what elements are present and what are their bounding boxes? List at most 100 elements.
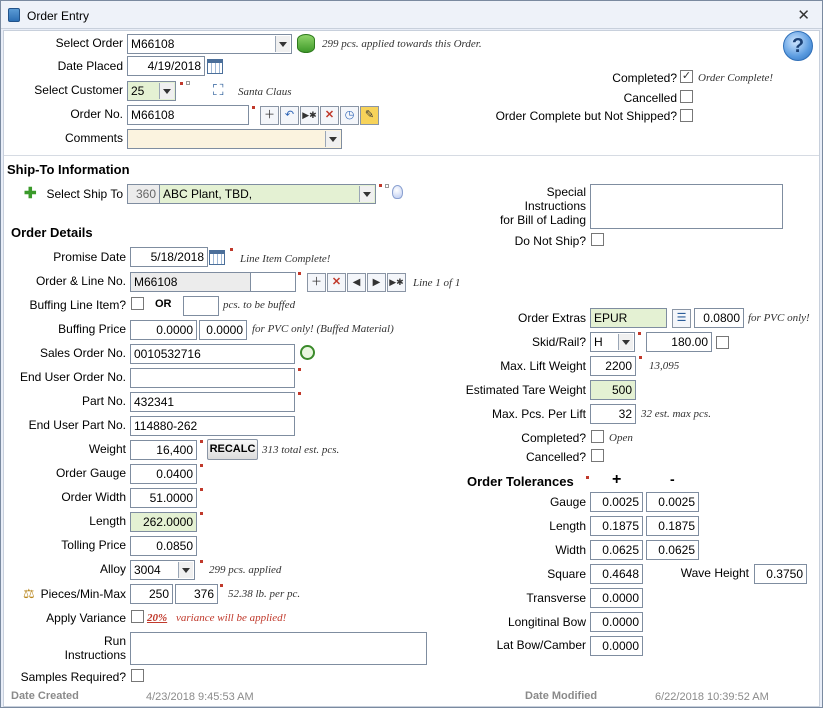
completed-checkbox[interactable]: ✓ [680, 70, 693, 83]
special-instructions-label-1: Special [546, 185, 586, 199]
buffing-checkbox[interactable] [131, 297, 144, 310]
close-icon[interactable]: ✕ [797, 7, 810, 24]
buffing-price-input-1[interactable]: 0.0000 [130, 320, 197, 340]
pieces-max-input[interactable]: 376 [175, 584, 218, 604]
order-extras-input[interactable]: EPUR [590, 308, 667, 328]
wave-height-value: 0.3750 [766, 567, 803, 581]
line-cancelled-checkbox[interactable] [591, 449, 604, 462]
max-lift-label: Max. Lift Weight [500, 359, 586, 373]
end-user-part-input[interactable]: 114880-262 [130, 416, 295, 436]
order-gauge-input[interactable]: 0.0400 [130, 464, 197, 484]
sales-order-input[interactable]: 0010532716 [130, 344, 295, 364]
applied-note: 299 pcs. applied towards this Order. [322, 38, 482, 50]
skid-dropdown[interactable]: H [590, 332, 635, 352]
tare-input[interactable]: 500 [590, 380, 636, 400]
select-ship-to-dropdown[interactable]: ABC Plant, TBD, [159, 184, 376, 204]
tol-gauge-minus-value: 0.0025 [658, 495, 695, 509]
tol-longitinal-bow-input[interactable]: 0.0000 [590, 612, 643, 632]
add-new-nav-icon[interactable]: ▶✱ [300, 106, 319, 125]
new-line-icon[interactable]: ＋ [307, 273, 326, 292]
undo-icon[interactable]: ↶ [280, 106, 299, 125]
buffed-pcs-input[interactable] [183, 296, 219, 316]
recalc-button[interactable]: RECALC [207, 439, 258, 460]
lightbulb-icon[interactable] [392, 185, 403, 199]
list-icon[interactable]: ☰ [672, 309, 691, 328]
tol-lat-bow-input[interactable]: 0.0000 [590, 636, 643, 656]
order-line-label: Order & Line No. [35, 274, 126, 288]
promise-date-input[interactable]: 5/18/2018 [130, 247, 208, 267]
clock-icon[interactable]: ◷ [340, 106, 359, 125]
binoculars-icon[interactable]: ⛶ [213, 82, 224, 99]
max-pcs-input[interactable]: 32 [590, 404, 636, 424]
pieces-min-input[interactable]: 250 [130, 584, 173, 604]
new-line-nav-icon[interactable]: ▶✱ [387, 273, 406, 292]
skid-checkbox[interactable] [716, 336, 729, 349]
length-input[interactable]: 262.0000 [130, 512, 197, 532]
alarm-clock-icon[interactable] [300, 345, 315, 360]
weight-input[interactable]: 16,400 [130, 440, 197, 460]
tolling-price-input[interactable]: 0.0850 [130, 536, 197, 556]
tol-gauge-plus-input[interactable]: 0.0025 [590, 492, 643, 512]
alloy-label: Alloy [99, 562, 126, 576]
end-user-order-input[interactable] [130, 368, 295, 388]
tol-longitinal-bow-label: Longitinal Bow [507, 615, 586, 629]
special-instructions-textarea[interactable] [590, 184, 783, 229]
tol-width-plus-input[interactable]: 0.0625 [590, 540, 643, 560]
scale-icon[interactable]: ⚖ [23, 586, 35, 601]
delete-line-icon[interactable]: ✕ [327, 273, 346, 292]
cancelled-checkbox[interactable] [680, 90, 693, 103]
line-completed-checkbox[interactable] [591, 430, 604, 443]
skid-price-input[interactable]: 180.00 [646, 332, 712, 352]
tol-transverse-input[interactable]: 0.0000 [590, 588, 643, 608]
line-note: Line 1 of 1 [413, 277, 461, 289]
chevron-down-icon[interactable] [618, 334, 633, 350]
samples-label: Samples Required? [20, 670, 126, 684]
tol-transverse-value: 0.0000 [602, 591, 639, 605]
select-customer-dropdown[interactable]: 25 [127, 81, 176, 101]
chevron-down-icon[interactable] [159, 83, 174, 99]
chevron-down-icon[interactable] [275, 36, 290, 52]
part-no-input[interactable]: 432341 [130, 392, 295, 412]
line-no-input[interactable] [250, 272, 296, 292]
alloy-dropdown[interactable]: 3004 [130, 560, 195, 580]
date-placed-input[interactable]: 4/19/2018 [127, 56, 205, 76]
order-no-input[interactable]: M66108 [127, 105, 249, 125]
tolerances-title: Order Tolerances [467, 474, 574, 489]
database-icon[interactable] [297, 34, 315, 53]
tol-gauge-plus-value: 0.0025 [602, 495, 639, 509]
buffing-price-label: Buffing Price [58, 322, 126, 336]
apply-variance-checkbox[interactable] [131, 610, 144, 623]
new-record-icon[interactable]: ＋ [260, 106, 279, 125]
chevron-down-icon[interactable] [178, 562, 193, 578]
comments-dropdown[interactable] [127, 129, 342, 149]
tol-width-minus-input[interactable]: 0.0625 [646, 540, 699, 560]
tol-gauge-minus-input[interactable]: 0.0025 [646, 492, 699, 512]
do-not-ship-checkbox[interactable] [591, 233, 604, 246]
order-extras-price-input[interactable]: 0.0800 [694, 308, 744, 328]
note-icon[interactable]: ✎ [360, 106, 379, 125]
calendar-icon[interactable] [207, 59, 223, 74]
complete-not-shipped-checkbox[interactable] [680, 109, 693, 122]
previous-line-icon[interactable]: ◀ [347, 273, 366, 292]
buffing-price-input-2[interactable]: 0.0000 [199, 320, 247, 340]
order-width-input[interactable]: 51.0000 [130, 488, 197, 508]
chevron-down-icon[interactable] [359, 186, 374, 202]
date-placed-value: 4/19/2018 [147, 59, 201, 73]
tol-square-input[interactable]: 0.4648 [590, 564, 643, 584]
chevron-down-icon[interactable] [325, 131, 340, 147]
add-ship-to-icon[interactable]: ✚ [24, 185, 37, 202]
next-line-icon[interactable]: ▶ [367, 273, 386, 292]
help-icon[interactable]: ? [783, 31, 813, 61]
wave-height-input[interactable]: 0.3750 [754, 564, 807, 584]
run-instructions-textarea[interactable] [130, 632, 427, 665]
select-order-dropdown[interactable]: M66108 [127, 34, 292, 54]
samples-checkbox[interactable] [131, 669, 144, 682]
length-value: 262.0000 [142, 515, 193, 529]
calendar-icon[interactable] [209, 250, 225, 265]
max-lift-input[interactable]: 2200 [590, 356, 636, 376]
delete-icon[interactable]: ✕ [320, 106, 339, 125]
tol-length-minus-input[interactable]: 0.1875 [646, 516, 699, 536]
date-created-value: 4/23/2018 9:45:53 AM [146, 691, 254, 703]
tol-length-plus-input[interactable]: 0.1875 [590, 516, 643, 536]
line-completed-label: Completed? [521, 431, 586, 445]
